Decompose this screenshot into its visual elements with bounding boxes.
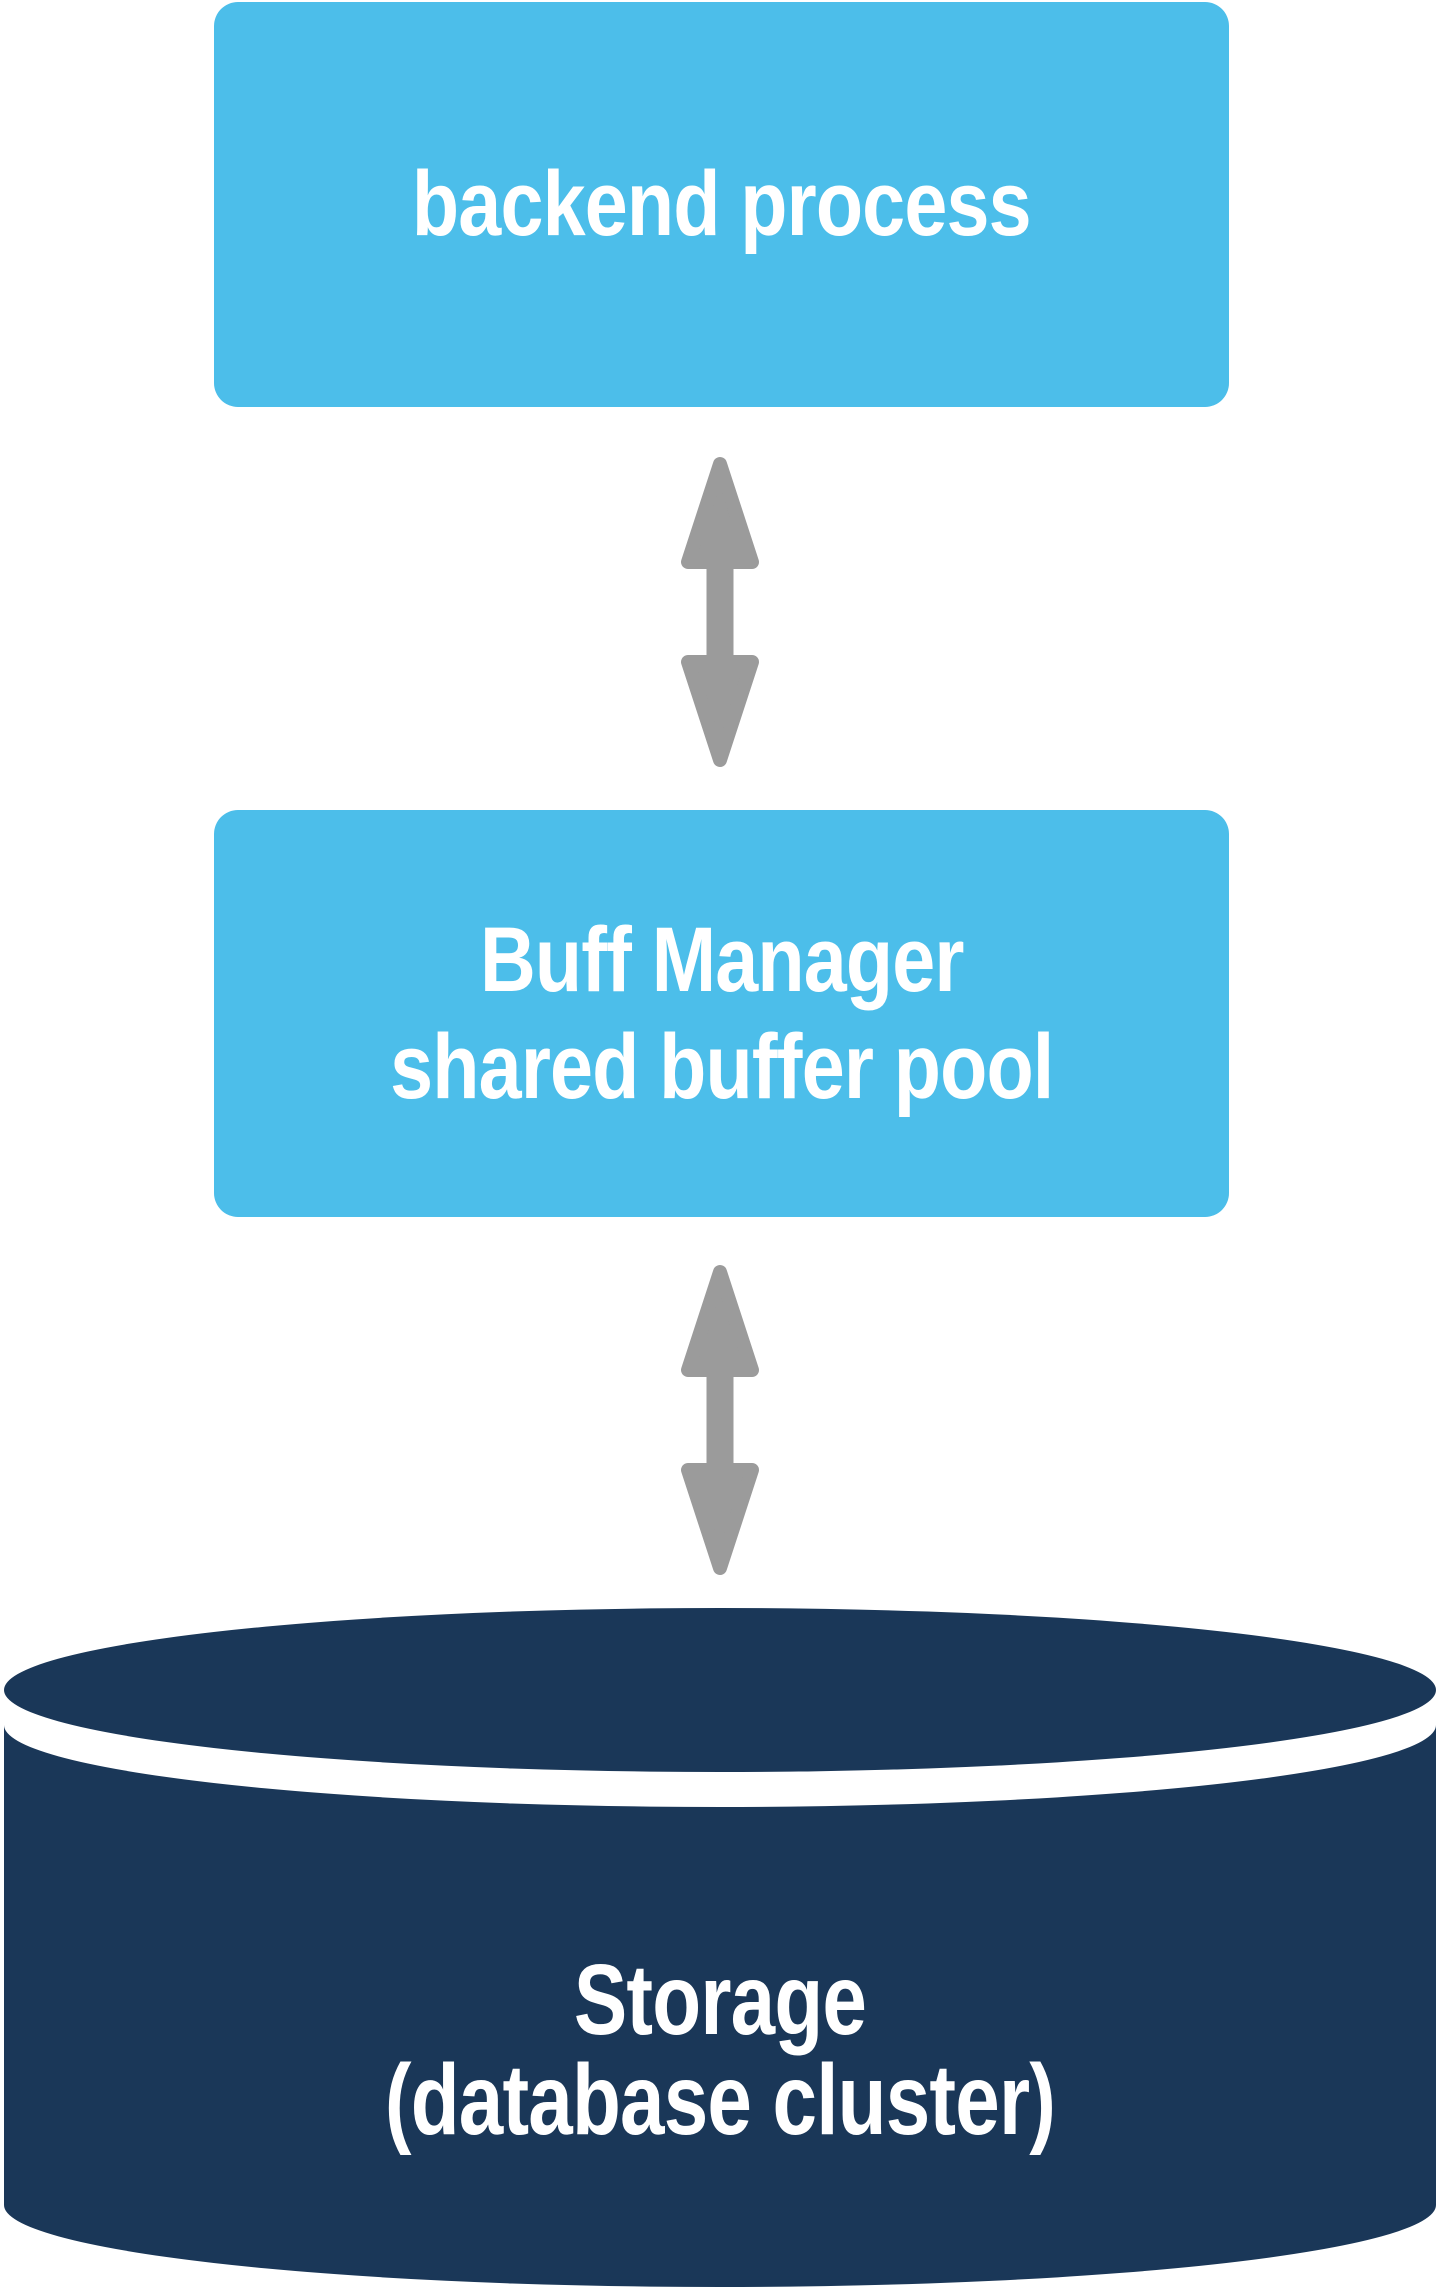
backend-process-label: backend process — [412, 153, 1032, 255]
cylinder-body — [4, 1725, 1436, 2287]
storage-label: Storage (database cluster) — [144, 1940, 1296, 2160]
bidirectional-arrow-icon — [681, 1265, 759, 1575]
storage-label-line2: (database cluster) — [384, 2044, 1056, 2156]
cylinder-top-ellipse — [4, 1608, 1436, 1772]
arrow-shape — [681, 457, 759, 767]
buffer-manager-label-line1: Buff Manager — [479, 908, 965, 1011]
buffer-manager-label: Buff Manager shared buffer pool — [327, 907, 1117, 1121]
arrow-shape — [681, 1265, 759, 1575]
bidirectional-arrow-icon — [681, 457, 759, 767]
buffer-manager-node: Buff Manager shared buffer pool — [214, 810, 1229, 1217]
storage-label-line1: Storage — [573, 1944, 867, 2056]
backend-process-node: backend process — [214, 2, 1229, 407]
buffer-manager-label-line2: shared buffer pool — [389, 1015, 1054, 1118]
database-cylinder-icon — [4, 1608, 1436, 2287]
